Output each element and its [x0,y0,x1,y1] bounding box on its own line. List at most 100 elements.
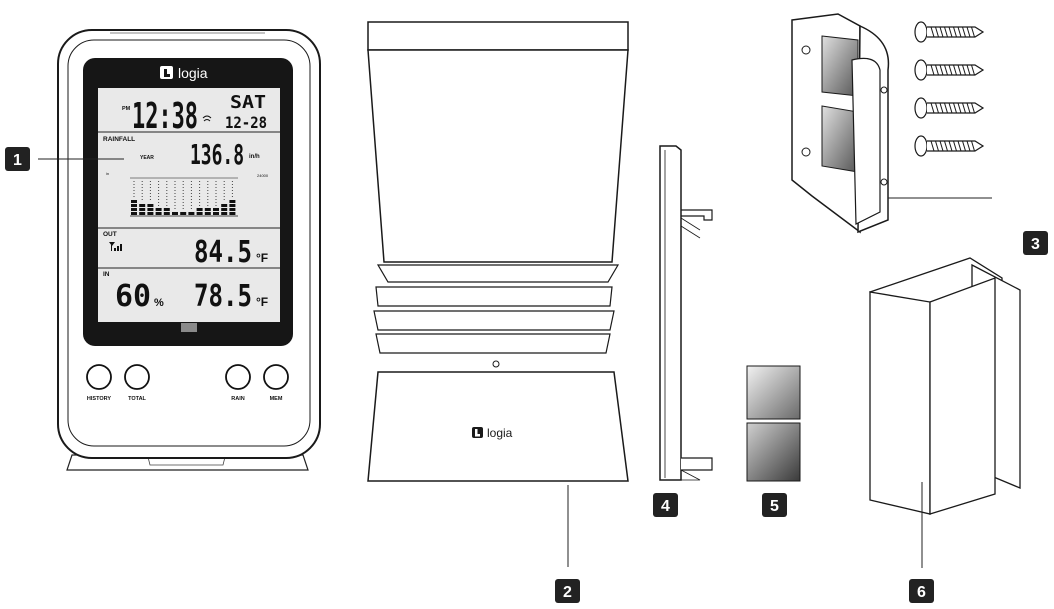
screw-thread [935,64,939,76]
graph-bar-segment [139,204,146,207]
graph-grid-dot [158,202,160,203]
lcd-humidity-unit: % [154,297,164,309]
graph-grid-dot [133,190,135,191]
graph-grid-dot [166,181,168,182]
graph-grid-dot [190,181,192,182]
screw-thread [953,64,957,76]
graph-grid-dot [190,196,192,197]
screw-thread [930,64,935,76]
graph-bar-segment [155,208,162,211]
lcd-in-label: IN [103,271,110,278]
rain-button[interactable] [225,364,251,390]
graph-grid-dot [190,184,192,185]
graph-grid-dot [166,205,168,206]
graph-grid-dot [215,190,217,191]
adhesive-pad-top [746,365,801,420]
screw-thread [935,140,939,152]
graph-grid-dot [207,187,209,188]
graph-grid-dot [133,196,135,197]
screw-thread [971,26,975,38]
graph-bar-segment [131,200,137,203]
history-button[interactable] [86,364,112,390]
graph-grid-dot [182,208,184,209]
lcd-in-humidity: 60 [115,279,151,314]
graph-bar-segment [139,212,146,215]
graph-bar-segment [188,212,195,215]
graph-grid-dot [215,199,217,200]
screw-head [914,97,928,119]
mem-button[interactable] [263,364,289,390]
graph-grid-dot [149,184,151,185]
callout-6-number: 6 [917,584,926,601]
graph-bar-segment [229,204,236,207]
screw-thread [953,102,957,114]
graph-bar-segment [147,212,154,215]
screw-thread [935,26,939,38]
gauge-logo: logia [472,426,513,440]
screw-thread [953,26,957,38]
graph-grid-dot [215,187,217,188]
graph-grid-dot [215,181,217,182]
graph-bar-segment [163,208,170,211]
total-button[interactable] [124,364,150,390]
graph-grid-dot [199,187,201,188]
callout-4: 4 [653,493,678,517]
screw-thread [971,140,975,152]
outdoor-signal-icon [109,242,122,251]
lcd-in-temp: 78.5 [194,279,252,314]
graph-grid-dot [223,187,225,188]
graph-grid-dot [174,193,176,194]
graph-grid-dot [174,196,176,197]
history-button-label: HISTORY [87,396,111,402]
screw [914,97,985,119]
graph-bar-segment [221,212,228,215]
graph-grid-dot [133,187,135,188]
graph-grid-dot [166,184,168,185]
graph-grid-dot [174,187,176,188]
screw-thread [966,26,971,38]
lcd-rain-value: 136.8 [190,138,244,171]
lcd-date: 12-28 [225,113,267,132]
adhesive-pads [746,365,801,482]
graph-bar-segment [147,208,154,211]
lcd-period: YEAR [140,155,154,161]
graph-grid-dot [207,199,209,200]
lcd-day: SAT [230,92,266,113]
callout-5: 5 [762,493,787,517]
screw-thread [962,140,966,152]
screw-thread [953,140,957,152]
console-lcd [98,88,280,322]
graph-bar-segment [221,208,228,211]
graph-grid-dot [149,187,151,188]
graph-grid-dot [190,187,192,188]
callout-3: 3 [888,197,1048,255]
display-console: logia PM 12:38 SAT 12-28 RAINFALL YEAR 1… [57,29,321,471]
console-light-sensor [181,323,197,332]
graph-grid-dot [174,181,176,182]
graph-grid-dot [207,181,209,182]
callout-4-number: 4 [661,498,670,515]
graph-grid-dot [223,196,225,197]
graph-grid-dot [215,202,217,203]
screw [914,21,985,43]
screw-thread [944,140,948,152]
graph-grid-dot [190,202,192,203]
graph-grid-dot [174,190,176,191]
graph-bar-segment [213,208,219,211]
screw-thread [971,64,975,76]
rain-gauge: logia [367,21,629,482]
screw-thread [930,26,935,38]
gauge-brand-text: logia [487,426,513,440]
graph-bar-segment [204,212,211,215]
console-buttons: HISTORY TOTAL RAIN MEM [86,364,289,402]
graph-grid-dot [199,205,201,206]
graph-grid-dot [199,202,201,203]
lcd-rain-unit: in/h [249,154,260,160]
graph-grid-dot [207,196,209,197]
screw-thread [962,102,966,114]
screw-thread [957,102,962,114]
graph-grid-dot [231,196,233,197]
screw-thread [930,102,935,114]
graph-bar-segment [204,208,211,211]
graph-grid-dot [141,199,143,200]
